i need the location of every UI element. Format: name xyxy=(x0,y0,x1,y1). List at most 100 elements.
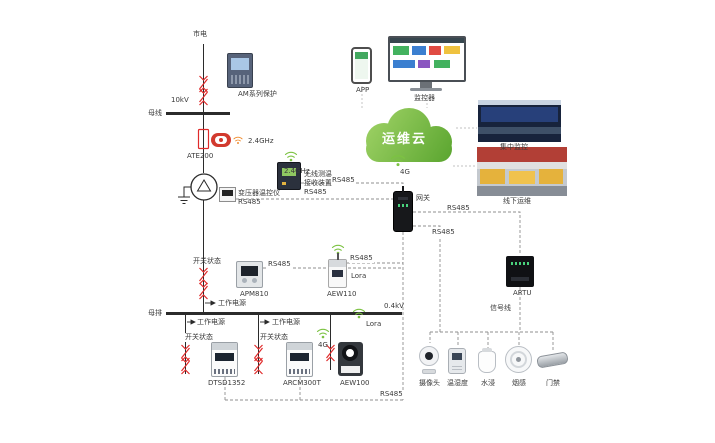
transformer-symbol xyxy=(190,173,218,201)
tap-arrows xyxy=(187,300,270,325)
apm810-meter-device xyxy=(236,261,263,288)
water-sensor-device xyxy=(478,348,496,373)
ate200-dot xyxy=(219,138,223,142)
ate200-sensor-device xyxy=(211,133,231,147)
meter-terminals xyxy=(289,369,310,374)
label-rs485-receiver: RS485 xyxy=(331,176,356,185)
comm-lines xyxy=(224,182,554,401)
arcm300t-meter-device xyxy=(286,342,313,377)
relay-keys xyxy=(231,75,249,84)
wireless-icons xyxy=(233,136,406,339)
wifi-4g-meter-icon xyxy=(316,328,330,339)
smoke-detector-ring xyxy=(510,351,527,368)
meter-top xyxy=(212,343,237,350)
label-bus-hv: 母线 xyxy=(148,109,162,117)
temp-humidity-screen xyxy=(452,353,462,360)
label-rs485-artu-link: RS485 xyxy=(447,204,470,212)
label-camera: 摄像头 xyxy=(419,379,440,387)
aew110-device xyxy=(328,253,347,288)
temp-controller-screen xyxy=(222,190,233,196)
camera-device xyxy=(417,344,442,376)
aew100-device xyxy=(338,342,363,376)
aew100-base xyxy=(341,366,360,373)
label-work-power-lv1: 工作电源 xyxy=(197,318,225,326)
label-water: 水浸 xyxy=(481,379,495,387)
label-switch-state-lv1: 开关状态 xyxy=(184,333,214,342)
gateway-device xyxy=(393,186,413,232)
label-rs485-lv-bus: RS485 xyxy=(379,390,404,399)
wireless-temp-receiver-device xyxy=(277,162,301,190)
fuse-icon xyxy=(197,128,210,150)
aew110-antenna xyxy=(337,253,339,260)
aew100-ct-ring xyxy=(342,345,358,361)
label-aew100: AEW100 xyxy=(340,379,370,387)
label-receiver-line2: 接收装置 xyxy=(304,178,332,187)
phone-device xyxy=(351,47,372,84)
meter-lcd xyxy=(215,353,234,361)
monitor-neck xyxy=(420,82,432,88)
label-work-power-hv: 工作电源 xyxy=(218,299,246,307)
label-aew110: AEW110 xyxy=(327,290,357,298)
label-arcm300t: ARCM300T xyxy=(283,379,321,387)
photo-field-maintenance xyxy=(477,147,567,196)
label-smoke: 烟感 xyxy=(512,379,526,387)
label-signal-line: 信号线 xyxy=(490,304,511,312)
label-ghz-receiver: 2.4GHz xyxy=(284,167,310,175)
meter-top xyxy=(287,343,312,350)
label-receiver-line1: 无线测温 xyxy=(304,170,332,178)
gateway-antenna xyxy=(402,186,404,192)
monitor-screen xyxy=(388,36,466,82)
smoke-detector-core xyxy=(516,357,521,362)
smoke-detector-device xyxy=(505,346,532,373)
label-photo1: 集中监控 xyxy=(500,143,528,151)
label-artu: ARTU xyxy=(513,289,532,297)
label-apm810: APM810 xyxy=(240,290,269,298)
protection-relay-device xyxy=(227,53,253,88)
label-rs485-apm: RS485 xyxy=(267,260,292,269)
temp-humidity-grill xyxy=(452,364,462,370)
wifi-2-4ghz-receiver-icon xyxy=(284,151,298,162)
label-ghz-sensor: 2.4GHz xyxy=(248,137,274,145)
cloud-title: 运维云 xyxy=(382,132,428,147)
label-door: 门禁 xyxy=(546,379,560,387)
label-lora-aew100: Lora xyxy=(366,320,382,328)
cloud-shape xyxy=(366,108,452,162)
meter-terminals xyxy=(214,369,235,374)
label-temp-humidity: 温湿度 xyxy=(447,379,468,387)
label-gateway: 网关 xyxy=(416,194,430,202)
label-switch-state-hv: 开关状态 xyxy=(193,257,221,265)
receiver-led xyxy=(282,182,286,185)
phone-screen xyxy=(355,52,368,79)
water-sensor-cap xyxy=(482,348,492,352)
gateway-leds xyxy=(398,204,408,207)
cloud-links xyxy=(361,86,477,167)
receiver-screen xyxy=(282,168,296,176)
label-temp-controller-line2: RS485 xyxy=(238,197,261,206)
label-photo2: 线下运维 xyxy=(503,197,531,205)
label-dtsd1352: DTSD1352 xyxy=(208,379,246,387)
label-voltage-hv: 10kV xyxy=(171,96,189,104)
label-temp-controller-block: 变压器温控仪 RS485 xyxy=(238,189,280,207)
label-mains: 市电 xyxy=(193,30,207,38)
label-rs485-sensor-link: RS485 xyxy=(431,228,456,237)
dtsd1352-meter-device xyxy=(211,342,238,377)
label-switch-state-lv2: 开关状态 xyxy=(259,333,289,342)
label-temp-controller-line1: 变压器温控仪 xyxy=(238,189,280,197)
monitor-base xyxy=(410,88,442,91)
artu-leds xyxy=(511,262,529,265)
relay-screen xyxy=(231,58,249,70)
ground-symbol xyxy=(178,186,191,204)
aew110-screen xyxy=(332,270,343,277)
artu-device xyxy=(506,256,534,287)
camera-base xyxy=(422,369,436,374)
label-receiver-block: 无线测温 接收装置 RS485 xyxy=(304,170,332,196)
label-lora-aew110: Lora xyxy=(351,272,367,280)
transformer-temp-controller-device xyxy=(219,187,236,202)
label-4g-gateway: 4G xyxy=(400,168,410,176)
label-receiver-line3: RS485 xyxy=(304,187,327,196)
apm810-button xyxy=(242,278,247,283)
temp-humidity-sensor-device xyxy=(448,348,466,374)
label-4g-meter: 4G xyxy=(318,341,328,349)
